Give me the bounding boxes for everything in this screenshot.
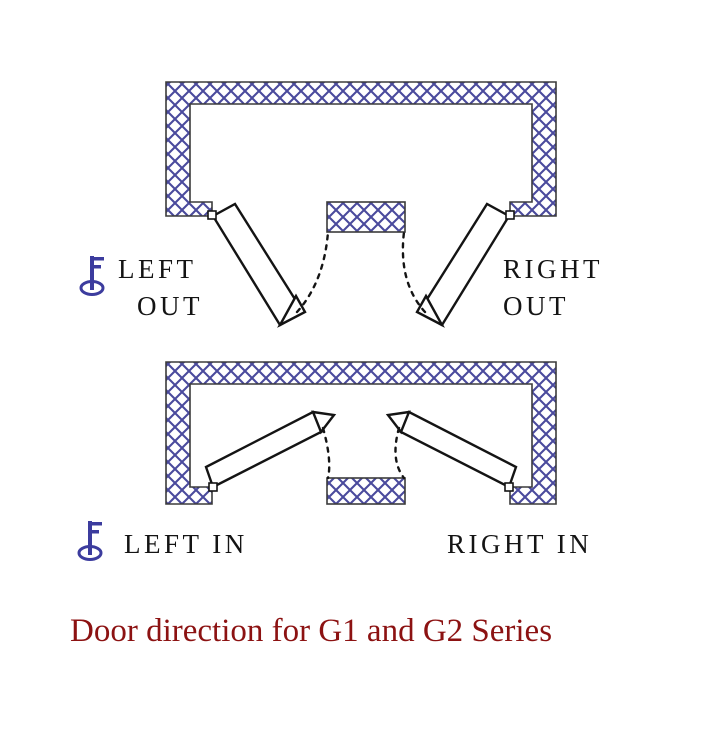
left-hinge-point-out [207,210,217,220]
key-icon-bow [79,280,105,296]
right-leaf-arrow-in [385,410,411,435]
right-hinge-point-in [504,482,514,492]
key-icon-bit-top [92,522,102,526]
right-leaf-arrow-out [415,293,445,328]
key-icon-bow [77,545,103,561]
left-door-leaf-in [204,410,337,492]
right-hinge-point-out [505,210,515,220]
left-leaf-arrow-out [277,293,307,328]
key-icon-bit-lower [94,265,101,269]
left-out-label-line1: LEFT [118,254,197,284]
right-out-label-line2: OUT [503,291,569,321]
right-in-label: RIGHT IN [447,529,592,559]
figure-caption: Door direction for G1 and G2 Series [70,613,552,649]
perimeter-wall-in [165,361,557,505]
key-icon [79,256,105,296]
center-wall-stub-in [326,477,406,505]
left-in-label: LEFT IN [124,529,248,559]
right-door-leaf-out [401,202,515,328]
right-swing-arc-out [401,230,427,314]
right-swing-arc-in [394,426,406,480]
outward-swing-plan: LEFT OUT RIGHT OUT [79,81,603,328]
left-hinge-point-in [208,482,218,492]
left-leaf-arrow-in [311,410,337,435]
key-icon-shaft [88,521,92,555]
center-wall-stub-out [326,201,406,233]
key-icon-bit-lower [92,530,99,534]
key-icon [77,521,103,561]
right-out-label-line1: RIGHT [503,254,603,284]
key-icon-bit-top [94,257,104,261]
inward-swing-plan: LEFT IN RIGHT IN [77,361,592,561]
key-icon-shaft [90,256,94,290]
left-out-label-line2: OUT [137,291,203,321]
wall-outline-in [165,361,557,505]
left-swing-arc-in [321,426,331,480]
left-door-leaf-out [207,202,330,328]
left-swing-arc-out [295,230,330,314]
right-door-leaf-in [385,410,518,492]
